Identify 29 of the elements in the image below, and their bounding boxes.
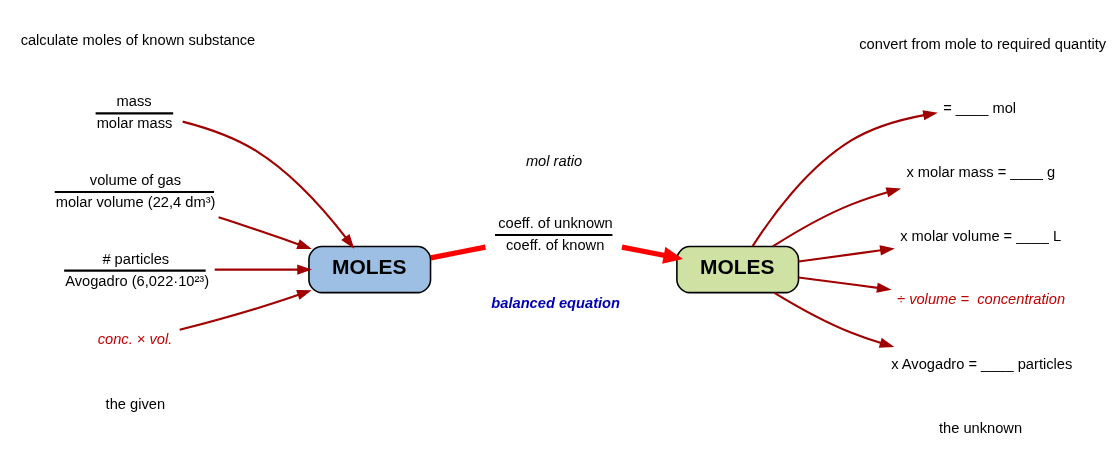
node-text: x molar volume = ____ L — [900, 227, 1062, 244]
node-text: coeff. of unknown coeff. of known — [498, 214, 613, 253]
node-text: volume of gas molar volume (22,4 dm³) — [55, 171, 216, 210]
node-text: mass molar mass — [96, 93, 173, 132]
arrow — [798, 276, 892, 293]
node-box: MOLES — [308, 245, 432, 294]
node-text: x molar mass = ____ g — [906, 164, 1056, 181]
arrow — [214, 264, 312, 275]
arrow — [773, 291, 895, 348]
node-text: = ____ mol — [943, 100, 1017, 117]
node-text: # particles Avogadro (6,022·10²³) — [65, 250, 210, 289]
label: mol ratio — [525, 152, 583, 169]
label: the unknown — [938, 419, 1023, 436]
arrow — [772, 187, 902, 248]
label: balanced equation — [491, 295, 621, 312]
node-text: x Avogadro = ____ particles — [891, 355, 1073, 372]
arrow — [751, 110, 938, 247]
label: calculate moles of known substance — [20, 31, 256, 48]
arrow — [798, 245, 895, 263]
arrow — [218, 216, 312, 250]
arrow — [182, 120, 355, 249]
arrow — [621, 244, 684, 264]
node-text: conc. × vol. — [97, 330, 173, 347]
arrow — [179, 290, 312, 331]
label: convert from mole to required quantity — [859, 36, 1107, 53]
node-box: MOLES — [676, 245, 800, 294]
node-text: ÷ volume = concentration — [897, 290, 1066, 307]
connector — [430, 244, 486, 261]
label: the given — [105, 395, 166, 412]
